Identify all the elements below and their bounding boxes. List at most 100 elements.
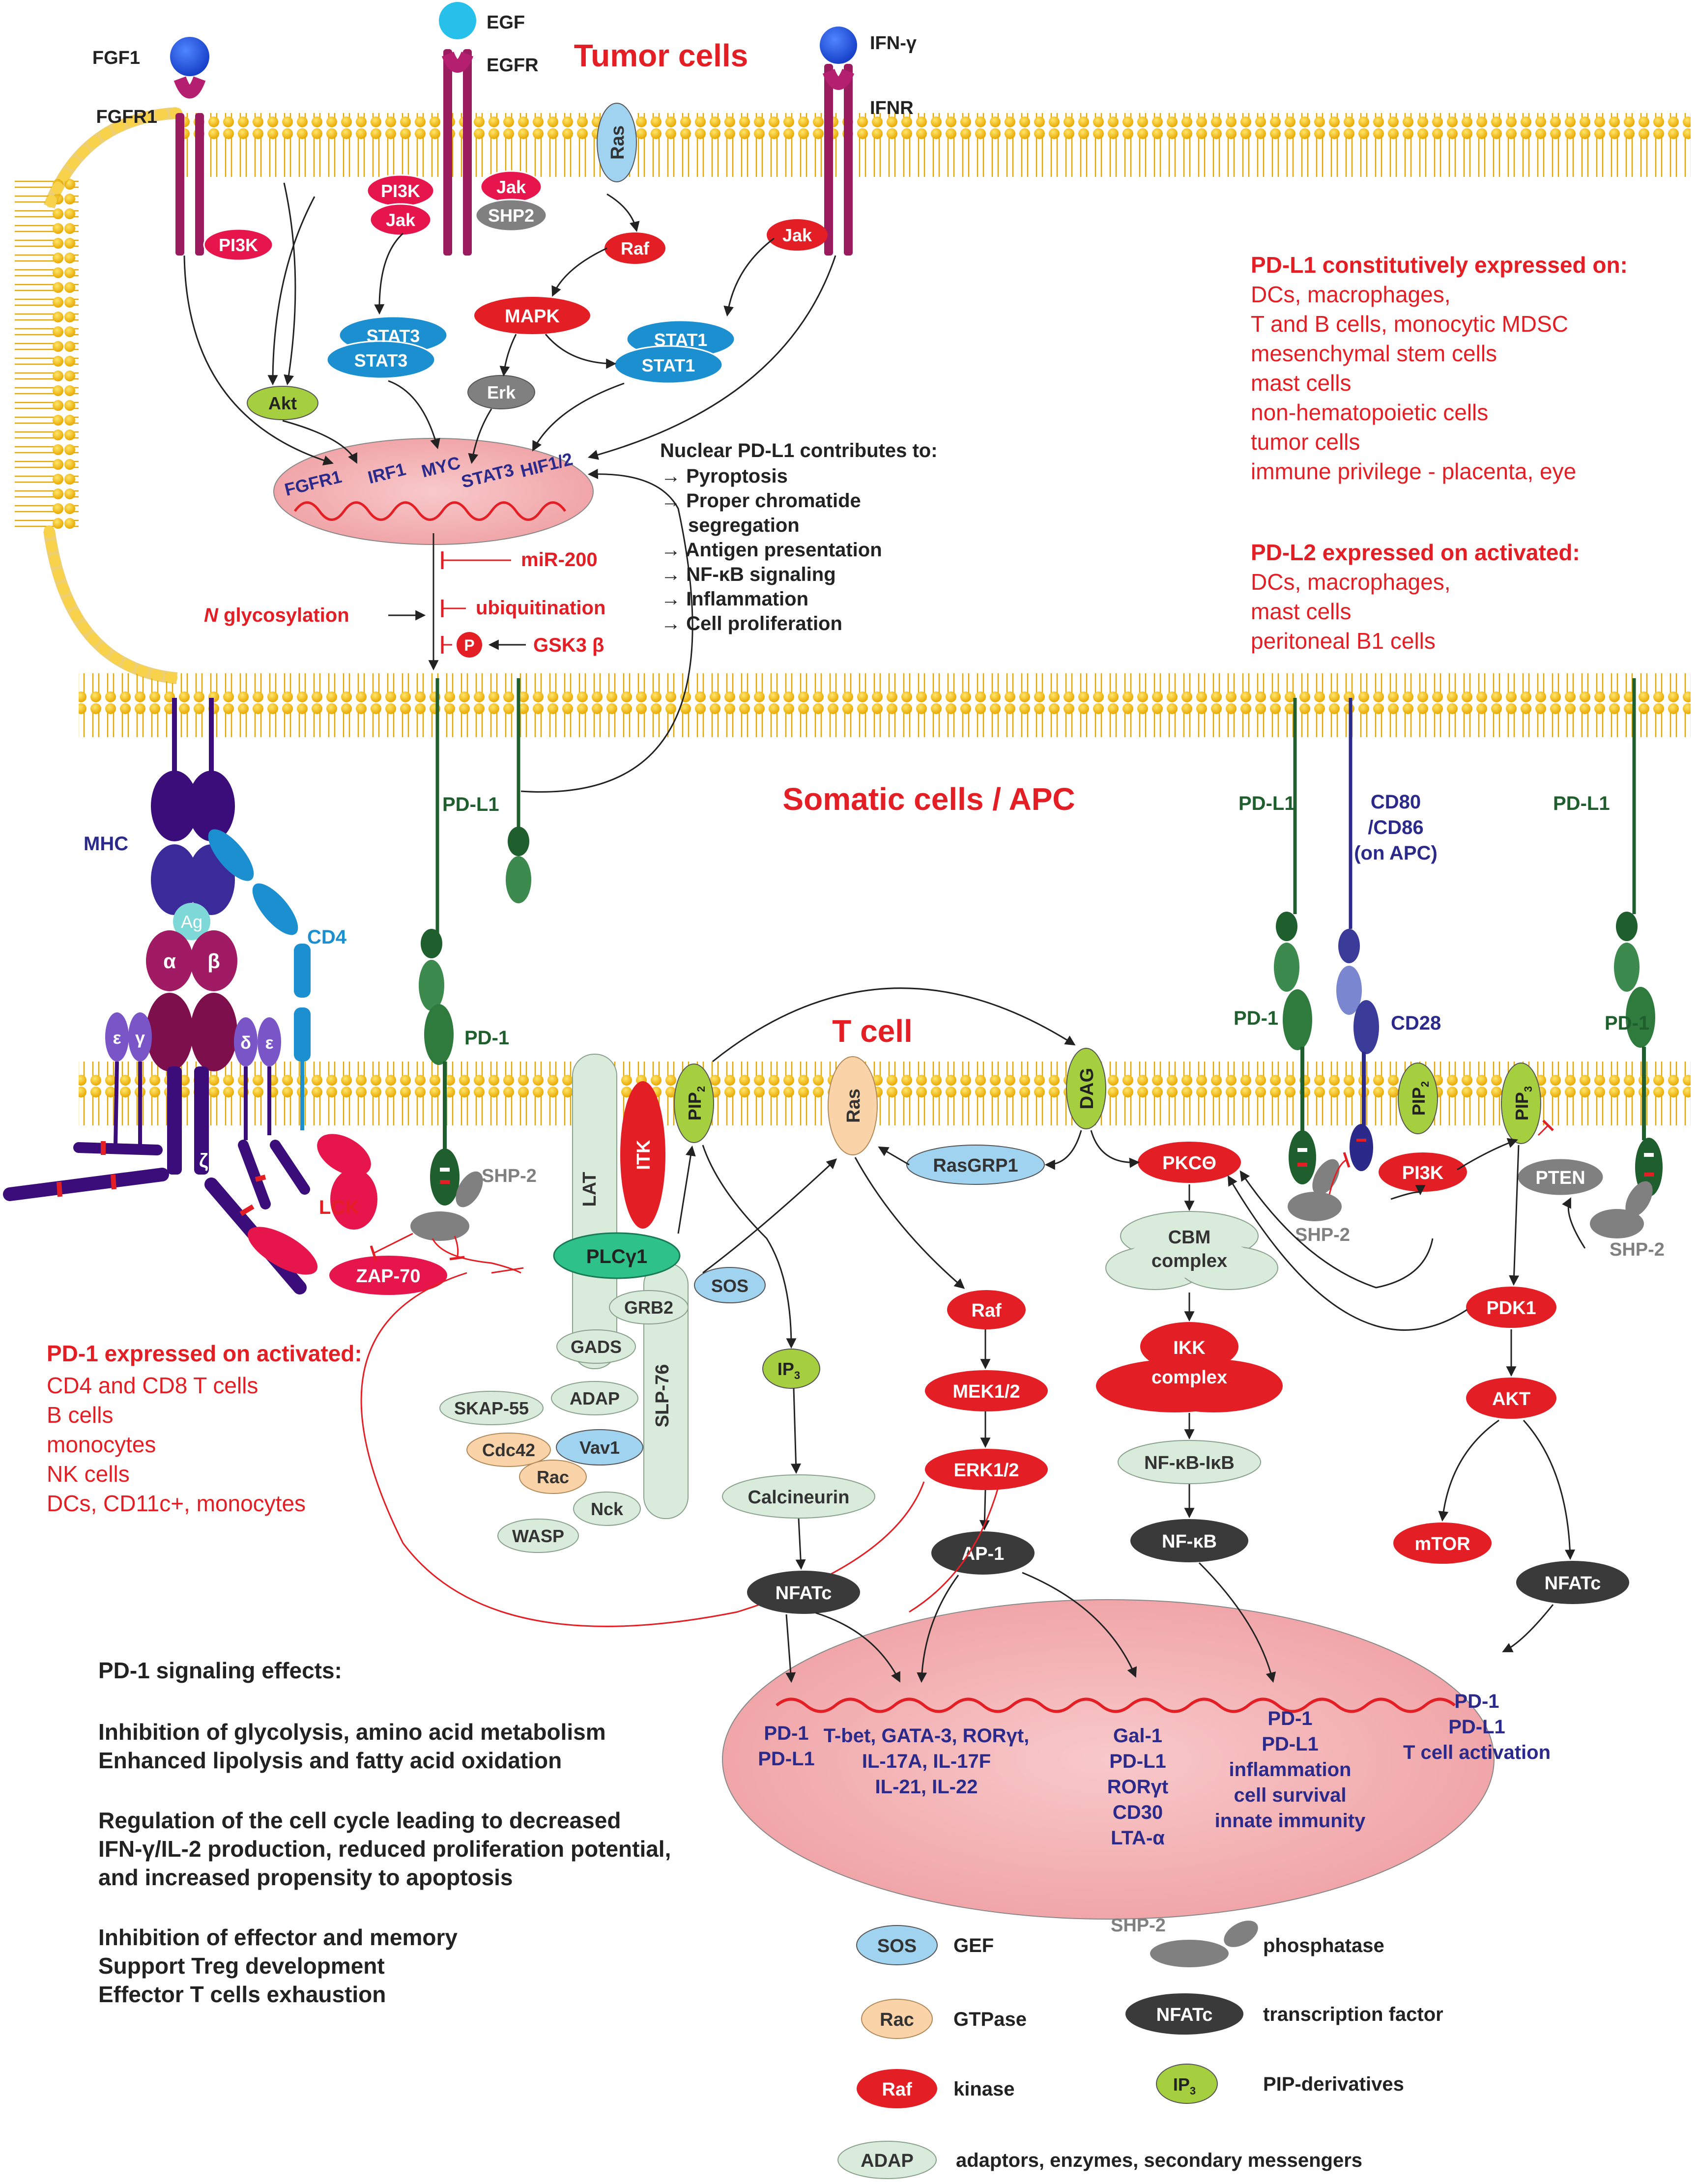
pdl1-right-a-label: PD-L1: [1238, 793, 1295, 814]
svg-text:γ: γ: [135, 1028, 145, 1048]
pip2-right: PIP2: [1398, 1063, 1438, 1134]
nfatc-node-a: NFATc: [747, 1571, 860, 1614]
nfkb-ikb-node: NF-κB-IκB: [1118, 1440, 1261, 1484]
svg-text:monocytes: monocytes: [47, 1432, 156, 1457]
svg-text:SKAP-55: SKAP-55: [454, 1398, 529, 1418]
nfatc-node-b: NFATc: [1516, 1561, 1629, 1604]
fgf1-label: FGF1: [92, 48, 140, 68]
svg-text:transcription factor: transcription factor: [1263, 2004, 1443, 2025]
tumor-arrows: [183, 182, 836, 793]
svg-text:ZAP-70: ZAP-70: [356, 1266, 421, 1287]
svg-text:DCs, CD11c+, monocytes: DCs, CD11c+, monocytes: [47, 1491, 306, 1516]
svg-text:PI3K: PI3K: [1402, 1163, 1444, 1183]
svg-text:ITK: ITK: [633, 1140, 654, 1170]
svg-text:→ Antigen presentation: → Antigen presentation: [661, 539, 882, 561]
zeta-2: ζ: [199, 1150, 208, 1172]
ras-tumor: Ras: [597, 103, 637, 182]
phosphorylation-icon: [457, 632, 482, 658]
svg-text:Inhibition of glycolysis, amin: Inhibition of glycolysis, amino acid met…: [98, 1719, 606, 1745]
fgfr1-label: FGFR1: [96, 107, 157, 127]
lck-kinase: LCK: [317, 1134, 377, 1230]
svg-text:→ Proper chromatide: → Proper chromatide: [661, 490, 861, 512]
ifnr-receptor: IFN-γ IFNR: [820, 27, 917, 256]
svg-text:STAT3: STAT3: [367, 326, 420, 346]
t-cell-membrane: [79, 1062, 1691, 1125]
shp2-right-a-label: SHP-2: [1295, 1225, 1350, 1245]
shp2-center-label: SHP-2: [482, 1166, 537, 1186]
gads-node: GADS: [556, 1329, 636, 1364]
ras-tcell: Ras: [828, 1056, 878, 1155]
target-g1-line1: PD-1: [764, 1723, 808, 1744]
svg-text:GEF: GEF: [953, 1935, 994, 1956]
svg-text:peritoneal B1 cells: peritoneal B1 cells: [1251, 628, 1436, 654]
mek-node: MEK1/2: [925, 1370, 1048, 1411]
mhc-tcr-complex: Ag α β ζ ζ ε γ δ ε: [3, 698, 347, 1294]
svg-text:GADS: GADS: [571, 1337, 622, 1357]
svg-text:segregation: segregation: [688, 515, 800, 536]
svg-text:PDK1: PDK1: [1486, 1298, 1536, 1319]
effects-heading: PD-1 signaling effects:: [98, 1658, 342, 1683]
svg-text:SHP-2: SHP-2: [1111, 1915, 1166, 1936]
target-g3-line3: RORγt: [1107, 1776, 1168, 1798]
raf-tcell: Raf: [947, 1290, 1026, 1329]
egf-ligand: [439, 2, 476, 39]
pdl1-right-a: PD-L1: [1238, 698, 1299, 992]
vav1-node: Vav1: [556, 1429, 643, 1466]
target-g2-line3: IL-21, IL-22: [875, 1776, 978, 1798]
svg-text:Akt: Akt: [268, 393, 297, 413]
svg-text:Erk: Erk: [487, 382, 516, 402]
svg-text:Rac: Rac: [880, 2010, 914, 2030]
svg-text:IP3: IP3: [777, 1359, 800, 1381]
svg-text:RasGRP1: RasGRP1: [933, 1155, 1018, 1176]
legend-transcription-factor: NFATc transcription factor: [1125, 1993, 1443, 2035]
pd1-center: PD-1: [424, 1004, 509, 1206]
tcell-arrows: [677, 987, 1586, 1570]
egf-label: EGF: [487, 12, 525, 33]
itk-kinase: ITK: [620, 1081, 665, 1229]
mapk-tumor: MAPK: [474, 297, 590, 334]
jak-node-b: Jak: [480, 170, 543, 203]
svg-text:B cells: B cells: [47, 1402, 113, 1428]
gsk3b-label: GSK3 β: [533, 634, 604, 656]
pdl1-right-b-label: PD-L1: [1553, 793, 1610, 814]
pd1-right-b: PD-1: [1605, 987, 1663, 1197]
svg-text:Raf: Raf: [971, 1300, 1002, 1321]
egfr-receptor: EGF EGFR: [439, 2, 539, 256]
tcr-alpha: [146, 930, 193, 991]
svg-text:complex: complex: [1151, 1251, 1227, 1271]
svg-text:kinase: kinase: [953, 2078, 1015, 2100]
cbm-complex: CBM complex: [1105, 1211, 1278, 1290]
target-g4-line2: PD-L1: [1262, 1733, 1319, 1755]
rasgrp1-node: RasGRP1: [906, 1145, 1045, 1185]
svg-text:Vav1: Vav1: [579, 1437, 620, 1458]
target-g3-line5: LTA-α: [1111, 1827, 1165, 1849]
svg-text:and increased propensity to ap: and increased propensity to apoptosis: [98, 1865, 513, 1890]
pdl1-center: PD-L1: [419, 678, 531, 1011]
tumor-cell-membrane: [15, 107, 1691, 737]
svg-text:phosphatase: phosphatase: [1263, 1935, 1384, 1956]
cd4-label: CD4: [307, 926, 347, 948]
jak-node-a: Jak: [369, 203, 432, 236]
svg-text:Raf: Raf: [882, 2079, 912, 2100]
plcg1-node: PLCγ1: [553, 1232, 681, 1279]
pdl1-constitutive-heading: PD-L1 constitutively expressed on:: [1251, 252, 1628, 278]
svg-text:CD4 and CD8 T cells: CD4 and CD8 T cells: [47, 1373, 258, 1398]
akt-tumor: Akt: [247, 386, 318, 420]
svg-text:DAG: DAG: [1077, 1068, 1097, 1109]
svg-text:P: P: [464, 636, 474, 654]
shp2-right-b-label: SHP-2: [1610, 1239, 1665, 1260]
svg-text:MAPK: MAPK: [505, 306, 560, 327]
target-g3-line2: PD-L1: [1109, 1751, 1166, 1772]
lat-scaffold: LAT: [572, 1054, 617, 1369]
target-g4-line5: innate immunity: [1215, 1810, 1366, 1832]
mhc-domain-1: [151, 771, 198, 841]
legend-kinase: Raf kinase: [857, 2069, 1015, 2108]
lck-label: LCK: [319, 1197, 359, 1218]
pd1-right-a-label: PD-1: [1234, 1007, 1278, 1029]
cd3-epsilon-right: [258, 1017, 281, 1066]
t-cell-title: T cell: [832, 1013, 913, 1049]
svg-text:NFATc: NFATc: [1545, 1573, 1601, 1594]
svg-text:STAT1: STAT1: [642, 355, 695, 375]
nuclear-pdl1-notes: Nuclear PD-L1 contributes to: → Pyroptos…: [660, 440, 938, 634]
